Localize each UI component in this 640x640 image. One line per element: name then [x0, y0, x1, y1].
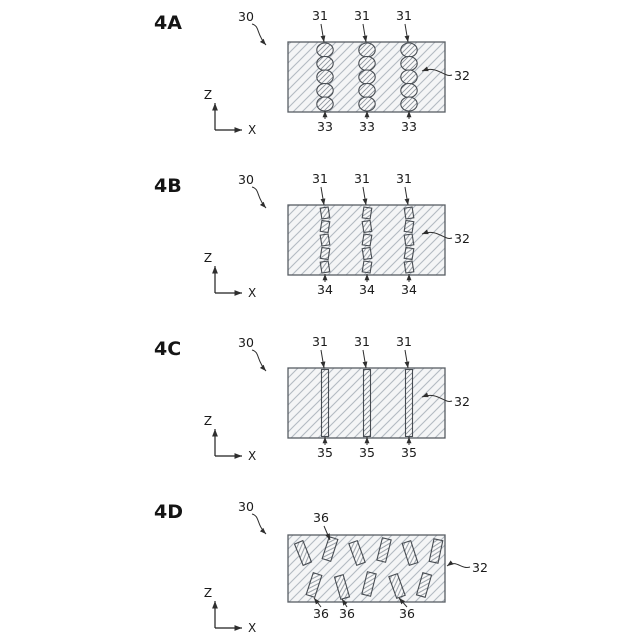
- panel-title: 4A: [154, 12, 182, 34]
- leader-arrow-36: [398, 597, 408, 608]
- ref-label-30: 30: [238, 335, 254, 350]
- ref-label-36: 36: [313, 510, 329, 525]
- leader-arrow-30: [251, 23, 267, 46]
- ref-label-36: 36: [399, 606, 415, 621]
- pillar-column: [320, 368, 330, 438]
- ref-label-34: 34: [317, 282, 333, 297]
- dispersed-rod-fillers: [293, 535, 444, 600]
- leader-arrow-31: [320, 23, 326, 43]
- z-axis-label: Z: [204, 251, 212, 265]
- panel-title: 4B: [154, 175, 182, 197]
- leader-arrow-31: [362, 349, 368, 369]
- leader-arrow-31: [320, 349, 326, 369]
- ref-label-31: 31: [354, 334, 370, 349]
- leader-arrow-31: [404, 23, 410, 43]
- ref-label-32: 32: [472, 560, 488, 575]
- z-axis-label: Z: [204, 586, 212, 600]
- leader-arrow-32: [421, 229, 453, 239]
- ref-label-34: 34: [359, 282, 375, 297]
- ref-label-35: 35: [317, 445, 333, 460]
- panel-4d: 4D 30 36 32 36 36 36 Z: [154, 499, 488, 635]
- x-axis-label: X: [248, 621, 256, 635]
- particle-chain-column: [316, 42, 334, 112]
- pillar-column: [404, 368, 414, 438]
- panel-title: 4C: [154, 338, 181, 360]
- segment-column: [319, 206, 331, 274]
- leader-arrow-30: [251, 349, 267, 372]
- x-axis-label: X: [248, 449, 256, 463]
- particle-chain-column: [400, 42, 418, 112]
- leader-arrow-32: [421, 392, 453, 402]
- ref-label-31: 31: [312, 171, 328, 186]
- ref-label-31: 31: [396, 8, 412, 23]
- segment-column: [361, 206, 373, 274]
- coordinate-axes: Z X: [204, 586, 256, 635]
- ref-label-32: 32: [454, 231, 470, 246]
- leader-arrow-31: [404, 349, 410, 369]
- ref-label-30: 30: [238, 499, 254, 514]
- leader-arrow-31: [404, 186, 410, 206]
- coordinate-axes: Z X: [204, 88, 256, 137]
- x-axis-label: X: [248, 123, 256, 137]
- coordinate-axes: Z X: [204, 251, 256, 300]
- leader-arrow-32: [446, 560, 471, 569]
- leader-arrow-32: [421, 66, 453, 76]
- panel-title: 4D: [154, 501, 183, 523]
- leader-arrow-30: [251, 513, 267, 535]
- ref-label-32: 32: [454, 68, 470, 83]
- panel-4b: 4B 30 31 31 31 3: [154, 171, 470, 300]
- leader-arrow-36: [323, 525, 331, 541]
- z-axis-label: Z: [204, 414, 212, 428]
- leader-arrow-31: [320, 186, 326, 206]
- leader-arrow-31: [362, 186, 368, 206]
- ref-label-33: 33: [359, 119, 375, 134]
- leader-arrow-36: [341, 598, 348, 608]
- panel-4a: 4A 30 31 31 31 3: [154, 8, 470, 137]
- ref-label-33: 33: [401, 119, 417, 134]
- ref-label-32: 32: [454, 394, 470, 409]
- z-axis-label: Z: [204, 88, 212, 102]
- leader-arrow-36: [313, 597, 322, 608]
- ref-label-31: 31: [312, 334, 328, 349]
- x-axis-label: X: [248, 286, 256, 300]
- ref-label-31: 31: [396, 334, 412, 349]
- ref-label-31: 31: [312, 8, 328, 23]
- panel-4c: 4C 30 31 31 31 32 35 35 35 Z X: [154, 334, 470, 463]
- ref-label-31: 31: [396, 171, 412, 186]
- leader-arrow-31: [362, 23, 368, 43]
- ref-label-33: 33: [317, 119, 333, 134]
- ref-label-30: 30: [238, 172, 254, 187]
- particle-chain-column: [358, 42, 376, 112]
- ref-label-34: 34: [401, 282, 417, 297]
- ref-label-35: 35: [401, 445, 417, 460]
- ref-label-36: 36: [313, 606, 329, 621]
- coordinate-axes: Z X: [204, 414, 256, 463]
- ref-label-31: 31: [354, 8, 370, 23]
- segment-column: [403, 206, 415, 274]
- ref-label-30: 30: [238, 9, 254, 24]
- ref-label-31: 31: [354, 171, 370, 186]
- leader-arrow-30: [251, 186, 267, 209]
- ref-label-36: 36: [339, 606, 355, 621]
- ref-label-35: 35: [359, 445, 375, 460]
- pillar-column: [362, 368, 372, 438]
